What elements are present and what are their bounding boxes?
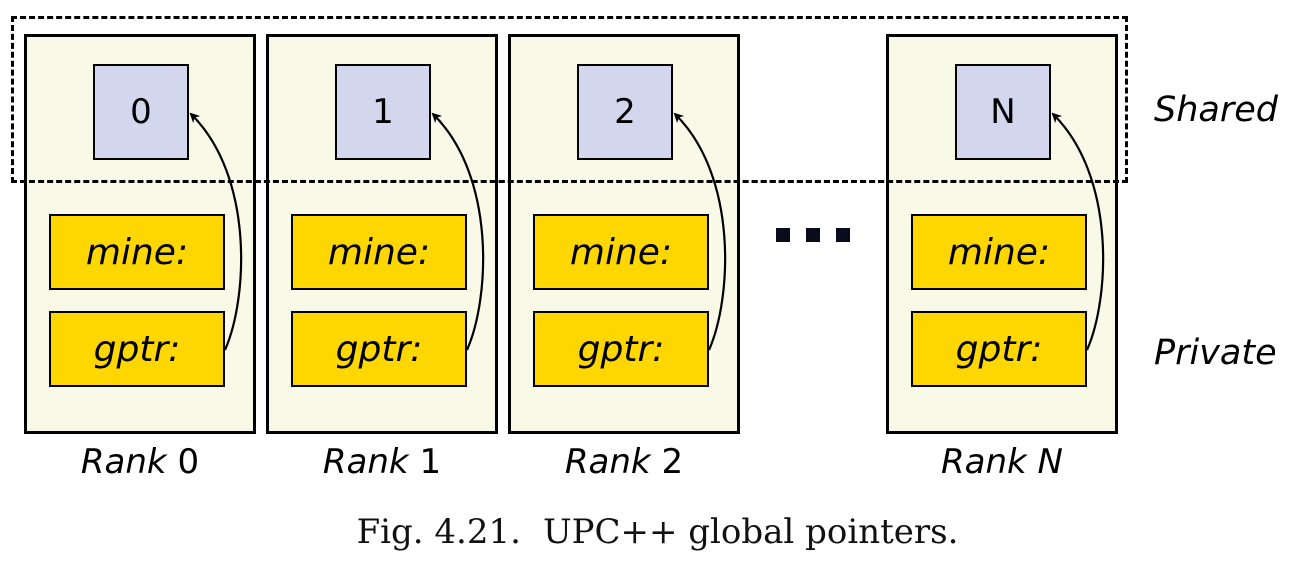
rank-2-label-word: Rank xyxy=(564,442,651,482)
rank-n-shared-cell: N xyxy=(955,64,1051,160)
rank-2-mine-var: mine: xyxy=(533,214,709,290)
rank-1-gptr-var: gptr: xyxy=(291,311,467,387)
rank-0-label: Rank 0 xyxy=(24,442,256,482)
rank-1-mine-var: mine: xyxy=(291,214,467,290)
rank-0-gptr-var: gptr: xyxy=(49,311,225,387)
rank-2-label-id: 2 xyxy=(661,442,684,482)
shared-private-divider xyxy=(11,180,1128,183)
private-region-label: Private xyxy=(1154,333,1277,373)
rank-0-label-id: 0 xyxy=(177,442,200,482)
figure-caption-text: UPC++ global pointers. xyxy=(542,512,959,552)
rank-1-label-id: 1 xyxy=(419,442,442,482)
rank-2-gptr-arrow xyxy=(673,112,727,351)
rank-0-shared-cell: 0 xyxy=(93,64,189,160)
rank-2-gptr-var: gptr: xyxy=(533,311,709,387)
ellipsis-dot-1 xyxy=(776,228,790,242)
rank-1-gptr-arrow xyxy=(431,112,485,351)
rank-0-gptr-arrow xyxy=(189,112,243,351)
ellipsis-dot-3 xyxy=(836,228,850,242)
figure-caption: Fig. 4.21. UPC++ global pointers. xyxy=(0,512,1315,552)
rank-n-label-id: N xyxy=(1037,442,1063,482)
rank-n-mine-var: mine: xyxy=(911,214,1087,290)
rank-0-label-word: Rank xyxy=(80,442,167,482)
rank-n-gptr-var: gptr: xyxy=(911,311,1087,387)
rank-2-label: Rank 2 xyxy=(508,442,740,482)
rank-n-label-word: Rank xyxy=(941,442,1027,482)
rank-1-label-word: Rank xyxy=(322,442,409,482)
ellipsis-dot-2 xyxy=(806,228,820,242)
shared-region-label: Shared xyxy=(1154,90,1278,130)
rank-1-shared-cell: 1 xyxy=(335,64,431,160)
rank-0-mine-var: mine: xyxy=(49,214,225,290)
rank-1-label: Rank 1 xyxy=(266,442,498,482)
rank-n-gptr-arrow xyxy=(1051,112,1105,351)
rank-n-label: Rank N xyxy=(886,442,1118,482)
rank-2-shared-cell: 2 xyxy=(577,64,673,160)
figure-number: Fig. 4.21. xyxy=(356,512,521,552)
